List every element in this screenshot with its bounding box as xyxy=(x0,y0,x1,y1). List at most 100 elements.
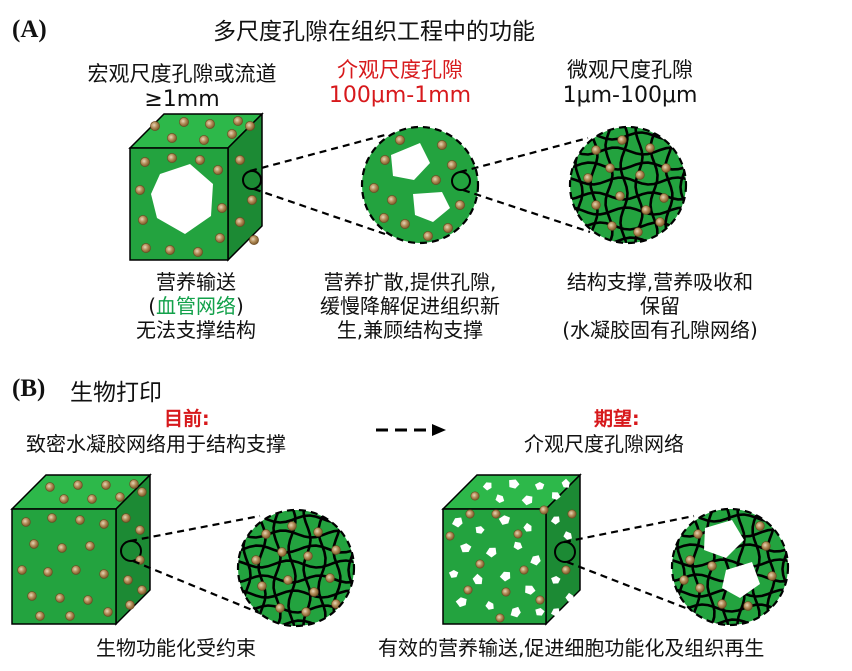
meso-pore xyxy=(495,494,505,503)
panel-b-title: 生物打印 xyxy=(70,380,162,406)
cell xyxy=(43,567,53,577)
cell xyxy=(275,603,285,613)
scale-macro: 宏观尺度孔隙或流道 ≥1mm xyxy=(52,62,312,112)
cell xyxy=(137,487,147,497)
porous-mesh-circle xyxy=(670,507,790,627)
cube-cells xyxy=(17,479,147,621)
meso-pore xyxy=(460,543,472,553)
function-micro-line1: 结构支撑,营养吸收和 xyxy=(566,270,754,294)
meso-pore xyxy=(550,516,560,525)
cell xyxy=(301,607,311,617)
cell xyxy=(641,205,651,215)
cell xyxy=(679,575,689,585)
function-micro-line2: 保留 xyxy=(640,294,680,318)
scale-meso: 介观尺度孔隙 100μm-1mm xyxy=(300,58,500,108)
cube-meso-pores xyxy=(448,478,574,618)
cell xyxy=(567,509,577,519)
function-macro-line1: 营养输送 xyxy=(156,270,236,294)
cell xyxy=(21,517,31,527)
cell xyxy=(463,585,473,595)
future-text: 介观尺度孔隙网络 xyxy=(524,432,684,456)
cell xyxy=(150,121,160,131)
cell xyxy=(287,521,297,531)
cell xyxy=(99,519,109,529)
meso-pore xyxy=(485,547,497,558)
cube-cells xyxy=(445,491,577,623)
cell xyxy=(743,601,753,611)
scale-micro-name: 微观尺度孔隙 xyxy=(567,58,693,82)
meso-pore-circle xyxy=(360,125,480,245)
cell xyxy=(513,529,523,539)
cell xyxy=(539,505,549,515)
cell xyxy=(325,573,335,583)
cell xyxy=(249,235,259,245)
mesh-fiber xyxy=(751,509,761,625)
cell xyxy=(583,173,593,183)
cell xyxy=(251,555,261,565)
meso-pore xyxy=(521,495,533,506)
scale-micro: 微观尺度孔隙 1μm-100μm xyxy=(530,58,730,108)
cell xyxy=(101,480,111,490)
zoom-line xyxy=(129,514,261,543)
cell xyxy=(235,217,245,227)
cell xyxy=(71,565,81,575)
cell xyxy=(83,595,93,605)
cell xyxy=(135,185,145,195)
dense-mesh-circle xyxy=(236,508,356,628)
cell xyxy=(85,541,95,551)
cell xyxy=(205,119,215,129)
cell xyxy=(283,575,293,585)
meso-pore xyxy=(509,479,520,489)
cell xyxy=(215,233,225,243)
cell xyxy=(227,129,237,139)
cell xyxy=(455,200,465,210)
mesh-fiber xyxy=(649,127,659,243)
cell xyxy=(121,513,131,523)
cell xyxy=(387,195,397,205)
meso-pore xyxy=(482,482,492,491)
function-micro-line3: (水凝胶固有孔隙网络) xyxy=(562,318,758,342)
meso-pore xyxy=(534,482,545,490)
cell xyxy=(633,227,643,237)
cell xyxy=(261,529,271,539)
meso-pore xyxy=(510,606,521,618)
cell xyxy=(245,121,255,131)
zoom-line xyxy=(249,133,386,173)
cell xyxy=(465,509,475,519)
zoom-line xyxy=(462,188,591,234)
mesh-fiber xyxy=(564,118,690,125)
meso-pore xyxy=(499,571,511,582)
cell xyxy=(59,494,69,504)
meso-pore xyxy=(448,570,459,578)
mesh-fiber xyxy=(238,529,354,539)
cell xyxy=(685,555,695,565)
meso-circle-outline xyxy=(360,125,480,245)
cell xyxy=(591,200,601,210)
cell xyxy=(135,525,145,535)
cell xyxy=(501,587,511,597)
mesh-fiber xyxy=(561,121,568,247)
cell xyxy=(123,575,133,585)
cell xyxy=(645,143,655,153)
cell xyxy=(303,551,313,561)
cell xyxy=(423,231,433,241)
meso-pore xyxy=(722,562,760,598)
cell xyxy=(55,593,65,603)
cell xyxy=(475,559,485,569)
cell xyxy=(561,565,571,575)
porous-circle-outline xyxy=(670,507,790,627)
meso-pore xyxy=(525,585,536,595)
cell xyxy=(491,509,501,519)
micro-circle-outline xyxy=(568,125,688,245)
meso-cells xyxy=(369,135,465,241)
cell xyxy=(695,583,705,593)
mesh-fiber xyxy=(238,574,354,584)
meso-pore xyxy=(475,526,485,534)
cell xyxy=(380,155,390,165)
cell xyxy=(65,611,75,621)
cell xyxy=(45,482,55,492)
cell xyxy=(167,153,177,163)
meso-pore xyxy=(523,522,532,532)
meso-pore xyxy=(551,608,560,617)
meso-pore xyxy=(498,515,510,525)
